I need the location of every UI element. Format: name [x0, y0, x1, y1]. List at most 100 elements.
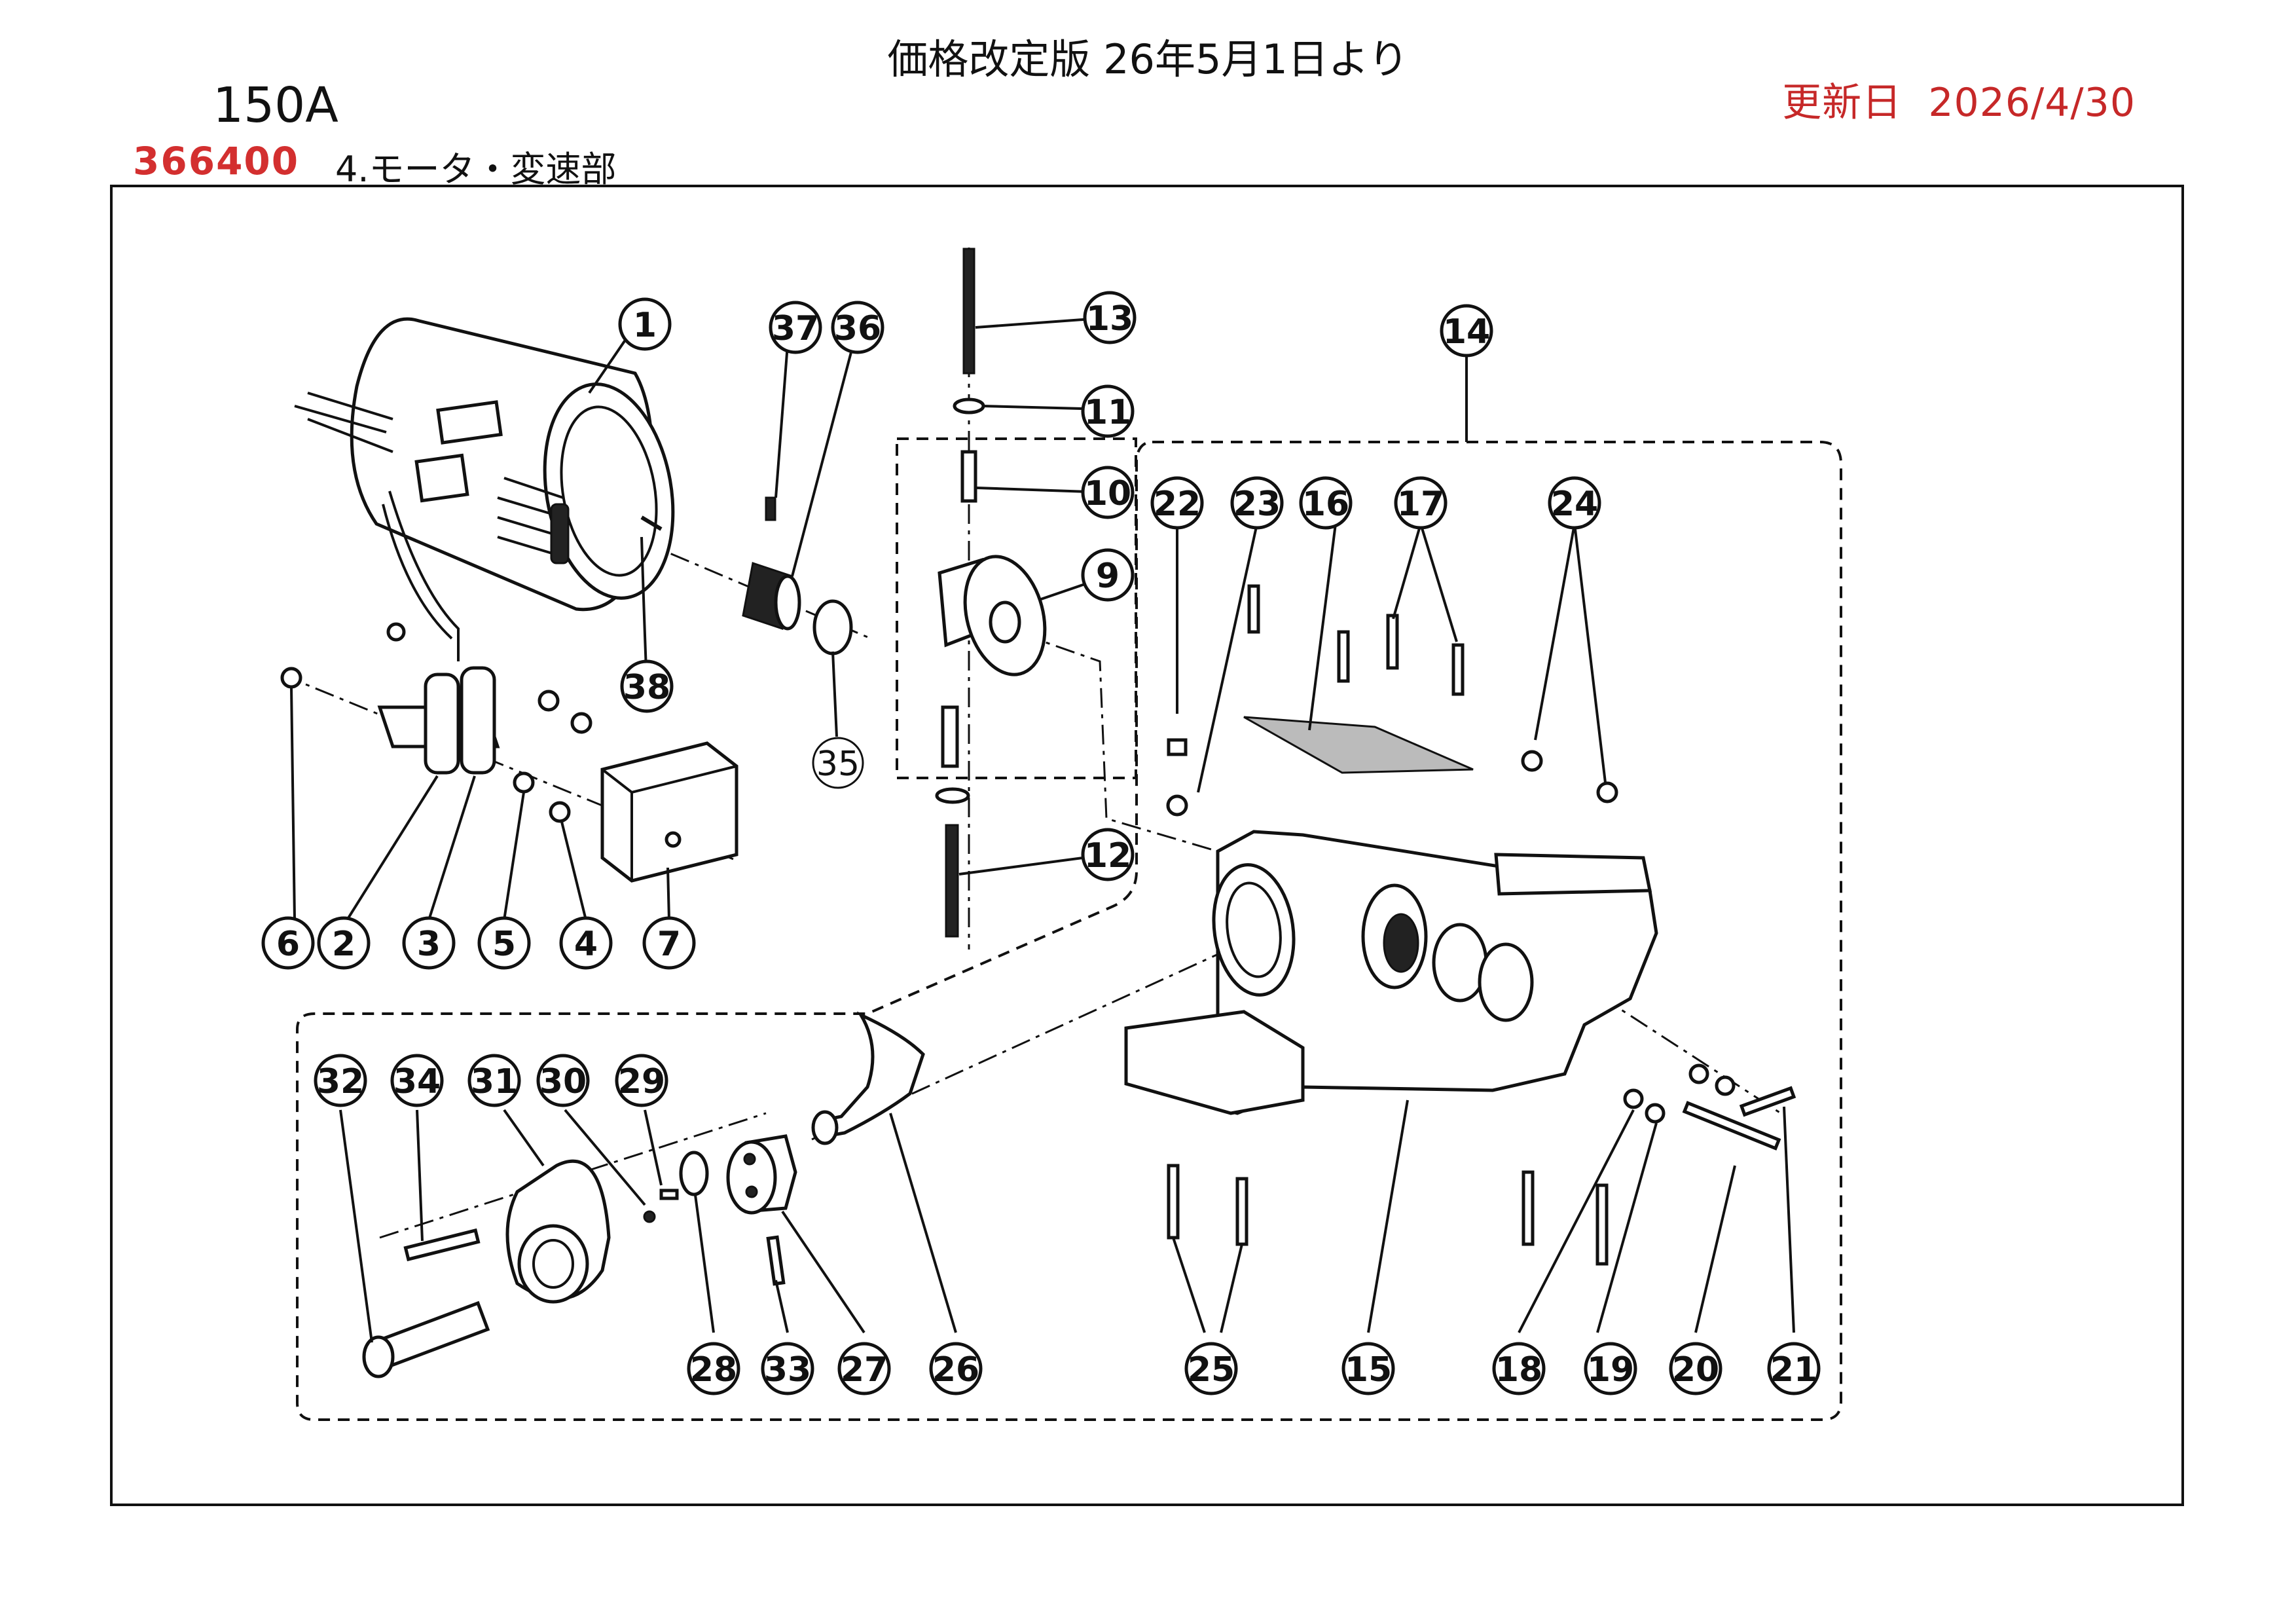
callout-9: 9 [1081, 548, 1135, 602]
callout-29: 29 [615, 1054, 668, 1107]
callout-number: 20 [1672, 1350, 1719, 1390]
callout-number: 23 [1233, 485, 1281, 524]
callout-circle [477, 916, 531, 970]
motor-part-1 [294, 317, 675, 661]
callout-circle [1081, 548, 1135, 602]
callout-circle [929, 1342, 983, 1395]
callout-37: 37 [769, 301, 822, 354]
callout-circle [402, 916, 456, 970]
callout-20: 20 [1669, 1342, 1722, 1395]
ring-part-35 [812, 599, 853, 655]
callout-circle [559, 916, 613, 970]
callout-number: 31 [471, 1062, 518, 1101]
callout-number: 24 [1551, 485, 1598, 524]
callout-circle [1081, 384, 1135, 438]
callout-number: 3 [417, 925, 441, 964]
callout-3: 3 [402, 916, 456, 970]
callout-number: 21 [1770, 1350, 1817, 1390]
callout-38: 38 [620, 659, 674, 713]
callout-number: 36 [834, 309, 881, 348]
callout-circle [1669, 1342, 1722, 1395]
callout-circle [769, 301, 822, 354]
callout-36: 36 [831, 301, 884, 354]
page-title: 価格改定版 26年5月1日より [887, 35, 1409, 83]
callout-22: 22 [1150, 476, 1204, 530]
callout-circle [1299, 476, 1353, 530]
callout-circle [1083, 291, 1137, 344]
callout-number: 7 [657, 925, 681, 964]
callout-number: 2 [332, 925, 355, 964]
callout-31: 31 [467, 1054, 521, 1107]
model-name: 150A [213, 77, 338, 134]
callout-1: 1 [618, 297, 672, 351]
gearbox-housing-part-15 [1124, 830, 1658, 1115]
callout-number: 32 [317, 1062, 364, 1101]
update-value: 2026/4/30 [1928, 80, 2136, 126]
callout-circle [1184, 1342, 1238, 1395]
callout-32: 32 [314, 1054, 367, 1107]
callout-19: 19 [1584, 1342, 1637, 1395]
callout-number: 38 [623, 668, 670, 707]
callout-circle [390, 1054, 444, 1107]
callout-14: 14 [1440, 304, 1493, 358]
callout-circle [261, 916, 315, 970]
callout-circle [1150, 476, 1204, 530]
key-part-37 [765, 496, 776, 521]
callout-number: 28 [690, 1350, 737, 1390]
callout-number: 14 [1443, 312, 1490, 352]
callout-26: 26 [929, 1342, 983, 1395]
callout-34: 34 [390, 1054, 444, 1107]
callout-circle [618, 297, 672, 351]
callout-circle [1492, 1342, 1546, 1395]
callout-number: 16 [1302, 485, 1349, 524]
callout-number: 34 [393, 1062, 441, 1101]
callout-circle [831, 301, 884, 354]
callout-number: 35 [816, 745, 860, 784]
callout-number: 29 [618, 1062, 665, 1101]
callout-number: 15 [1345, 1350, 1392, 1390]
callout-28: 28 [687, 1342, 740, 1395]
callout-18: 18 [1492, 1342, 1546, 1395]
callout-number: 30 [539, 1062, 587, 1101]
callout-circle [837, 1342, 891, 1395]
callout-number: 1 [633, 306, 657, 345]
callout-number: 26 [932, 1350, 979, 1390]
callout-23: 23 [1230, 476, 1284, 530]
callout-16: 16 [1299, 476, 1353, 530]
callout-circle [1341, 1342, 1395, 1395]
callout-33: 33 [761, 1342, 814, 1395]
callout-circle [615, 1054, 668, 1107]
pulley-assembly [935, 248, 1047, 938]
callout-number: 18 [1495, 1350, 1542, 1390]
callout-2: 2 [317, 916, 371, 970]
callout-circle [467, 1054, 521, 1107]
callout-circle [812, 737, 864, 789]
callout-25: 25 [1184, 1342, 1238, 1395]
callout-circle [620, 659, 674, 713]
callout-6: 6 [261, 916, 315, 970]
callout-circle [1081, 828, 1135, 881]
update-date: 更新日 2026/4/30 [1782, 71, 2136, 128]
capacitor-assembly [280, 622, 592, 823]
gasket-plate-part-16 [1243, 716, 1474, 774]
callout-number: 33 [764, 1350, 811, 1390]
callout-circle [761, 1342, 814, 1395]
callout-circle [1767, 1342, 1821, 1395]
terminal-box-part-7 [600, 741, 738, 883]
callout-number: 4 [574, 925, 598, 964]
callout-15: 15 [1341, 1342, 1395, 1395]
callout-11: 11 [1081, 384, 1135, 438]
callout-number: 5 [492, 925, 516, 964]
coupling-part-36 [742, 562, 801, 631]
callout-number: 6 [276, 925, 300, 964]
callout-circle [1440, 304, 1493, 358]
callout-number: 19 [1587, 1350, 1634, 1390]
callout-12: 12 [1081, 828, 1135, 881]
callout-21: 21 [1767, 1342, 1821, 1395]
bolts-and-nuts [1166, 584, 1796, 1266]
callout-circle [1548, 476, 1601, 530]
callout-number: 9 [1096, 557, 1120, 596]
callout-circle [687, 1342, 740, 1395]
